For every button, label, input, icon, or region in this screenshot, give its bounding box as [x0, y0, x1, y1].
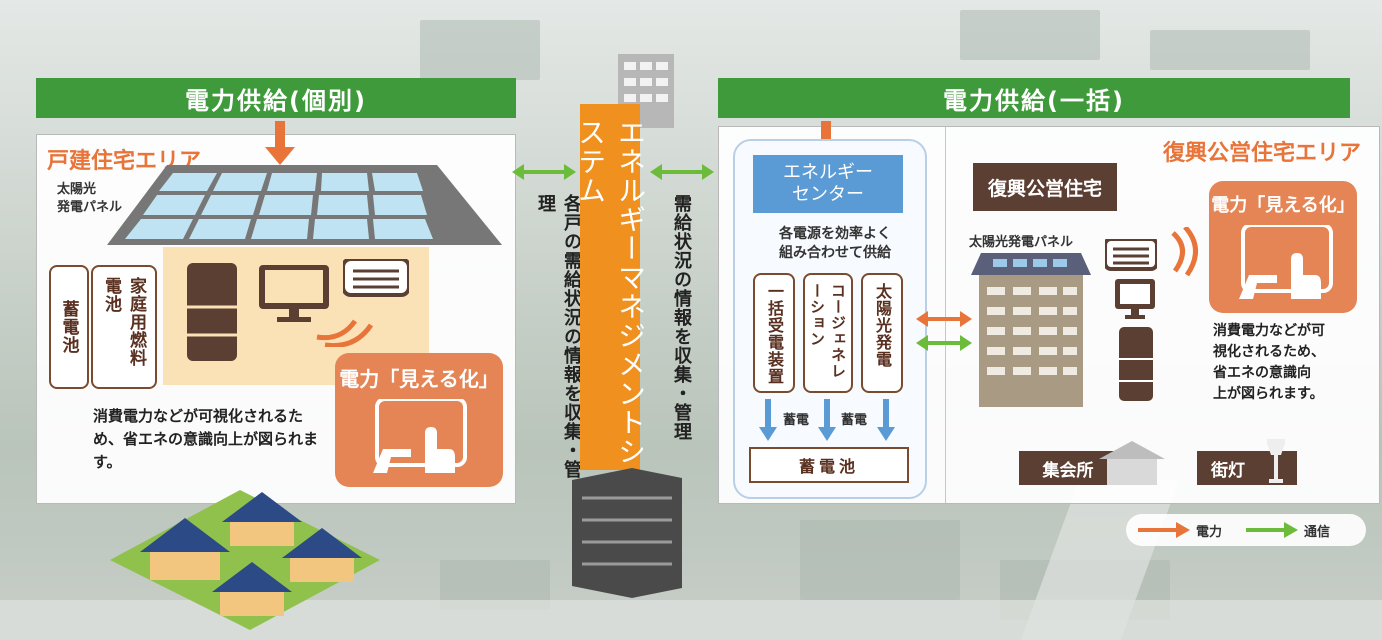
left-description: 消費電力などが可視化されるため、省エネの意識向上が図られます。 [93, 407, 319, 471]
fuel-cell-label: 家庭用燃料電池 [101, 277, 146, 367]
comm-arrow-left [512, 164, 576, 180]
solar-power-label: 太陽光発電 [873, 283, 892, 368]
solar-power-box: 太陽光発電 [861, 273, 903, 393]
bulk-receiving-label: 一括受電装置 [765, 283, 784, 385]
comm-double-arrow [916, 335, 972, 351]
left-visualization-box: 電力「見える化」 [335, 353, 503, 487]
public-fridge-icon [1119, 327, 1153, 401]
apartment-building-icon [971, 253, 1091, 407]
meeting-hall-label: 集会所 [1042, 460, 1094, 481]
house-roof-icon [107, 165, 502, 245]
divider [945, 127, 946, 503]
supply-individual-bar: 電力供給(個別) [36, 78, 516, 118]
left-power-arrow [265, 121, 295, 165]
charge-label-1: 蓄電 [783, 413, 810, 428]
tablet-hand-icon [373, 399, 467, 473]
legend-comm-label: 通信 [1304, 525, 1331, 540]
right-tablet-hand-icon [1239, 225, 1333, 299]
meeting-hall-box: 集会所 [1019, 451, 1117, 485]
ems-label: エネルギーマネジメントシステム [574, 118, 647, 466]
supply-bulk-bar: 電力供給(一括) [718, 78, 1350, 118]
public-ac-icon [1105, 239, 1157, 271]
charge-arrows [759, 399, 895, 441]
legend-power-label: 電力 [1196, 525, 1223, 540]
legend-power-arrow [1138, 522, 1190, 538]
energy-center-label: エネルギー センター [783, 162, 873, 205]
public-signal-waves-icon [1171, 227, 1198, 277]
left-viz-title: 電力「見える化」 [339, 367, 499, 391]
battery-label: 蓄電池 [58, 300, 79, 354]
refrigerator-icon [187, 263, 237, 361]
bulk-supply-panel: エネルギー センター 各電源を効率よく 組み合わせて供給 一括受電装置 コージェ… [718, 121, 1380, 504]
combine-text: 各電源を効率よく 組み合わせて供給 [779, 226, 891, 261]
cogeneration-box: コージェネレーション [803, 273, 853, 393]
right-viz-title: 電力「見える化」 [1211, 195, 1355, 216]
center-battery-box: 蓄電池 [749, 447, 909, 483]
comm-arrow-right [650, 164, 714, 180]
meeting-hall-icon [1099, 441, 1165, 485]
detached-houses-illustration [110, 490, 380, 630]
power-double-arrow [916, 311, 972, 327]
public-housing-box: 復興公営住宅 [973, 163, 1117, 211]
left-solar-label: 太陽光 発電パネル [57, 182, 123, 215]
energy-center-box: エネルギー センター [753, 155, 903, 213]
supply-bulk-label: 電力供給(一括) [943, 86, 1125, 115]
ems-column: エネルギーマネジメントシステム [574, 104, 647, 470]
public-housing-area-title: 復興公営住宅エリア [1162, 141, 1361, 166]
battery-box: 蓄電池 [49, 265, 89, 389]
left-collect-label: 各戸の需給状況の情報を収集・管理 [535, 194, 582, 479]
supply-individual-label: 電力供給(個別) [185, 86, 367, 115]
street-light-label: 街灯 [1211, 460, 1245, 481]
ems-building-base [572, 468, 682, 598]
air-conditioner-icon [343, 259, 409, 297]
right-description: 消費電力などが可 視化されるため、 省エネの意識向 上が図られます。 [1213, 323, 1325, 402]
signal-waves-icon [316, 319, 374, 347]
cogeneration-label: コージェネレーション [808, 283, 847, 379]
legend-comm-arrow [1246, 522, 1298, 538]
street-light-icon [1267, 439, 1285, 483]
right-visualization-box: 電力「見える化」 [1209, 181, 1357, 313]
tv-icon [259, 265, 329, 322]
right-collect-label: 需給状況の情報を収集・管理 [671, 194, 692, 441]
center-battery-label: 蓄電池 [798, 457, 859, 476]
fuel-cell-box: 家庭用燃料電池 [91, 265, 157, 389]
bulk-receiving-box: 一括受電装置 [753, 273, 795, 393]
right-solar-label: 太陽光発電パネル [969, 235, 1074, 250]
public-housing-label: 復興公営住宅 [987, 177, 1102, 200]
street-light-box: 街灯 [1197, 451, 1297, 485]
charge-label-2: 蓄電 [841, 413, 868, 428]
public-tv-icon [1115, 279, 1155, 319]
detached-house-panel: 戸建住宅エリア 太陽光 発電パネル 蓄電池 家庭用燃料電池 [36, 121, 516, 504]
